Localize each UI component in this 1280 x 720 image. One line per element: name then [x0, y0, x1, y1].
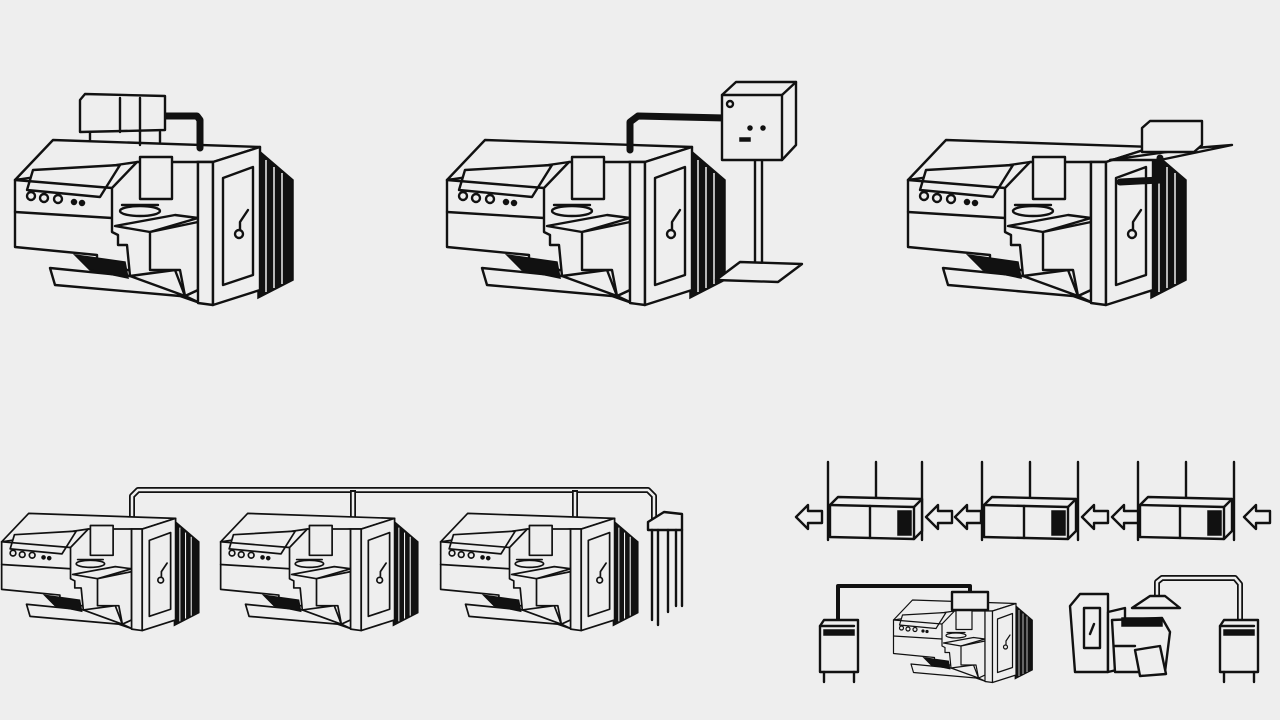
machine-stand-filter: [445, 80, 804, 307]
machine-top-mounted-filter: [13, 92, 295, 307]
inline-duct-filters: [794, 460, 1272, 542]
machine-tower-filter: [818, 584, 1034, 684]
press-hood-tower: [1068, 575, 1260, 684]
central-extraction-system: [0, 487, 684, 632]
machine-side-mounted-filter: [906, 119, 1234, 307]
